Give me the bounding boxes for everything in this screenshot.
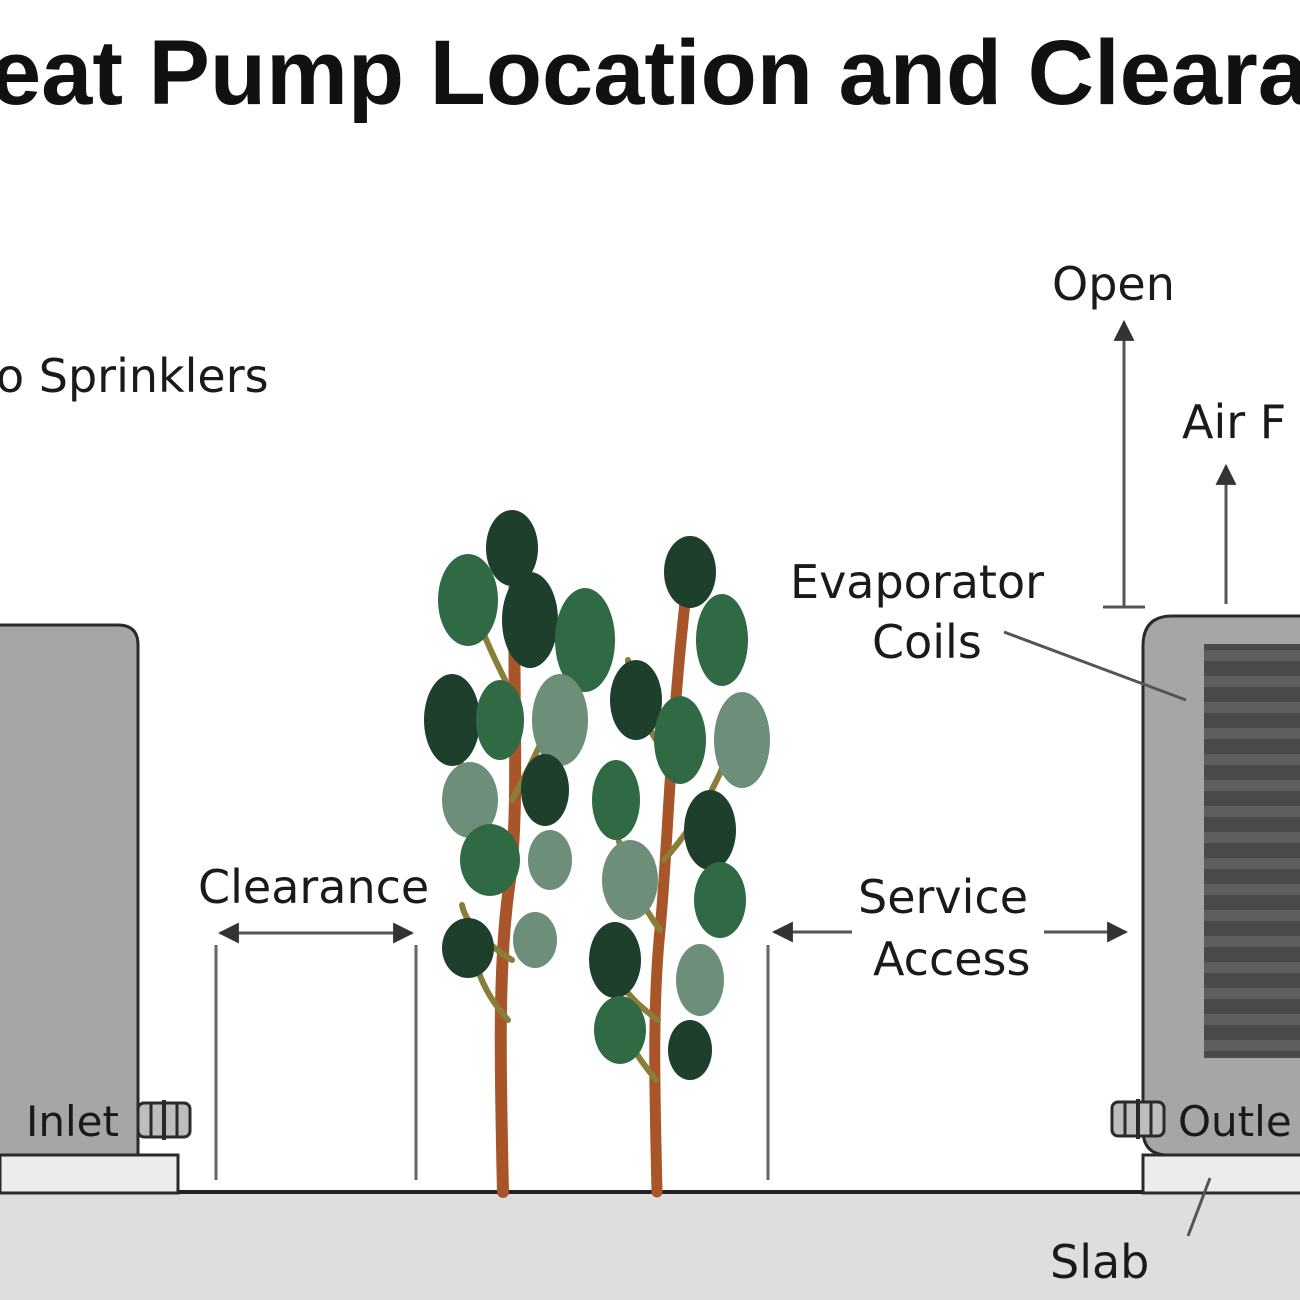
left-tree — [424, 510, 615, 1198]
right-tree — [589, 536, 770, 1198]
open-label: Open — [1052, 257, 1175, 311]
sprinklers-label: o Sprinklers — [0, 349, 269, 403]
inlet-label: Inlet — [26, 1097, 119, 1146]
outlet-fitting-icon — [1110, 1099, 1166, 1139]
evaporator-leader-line — [1003, 630, 1187, 702]
left-heat-pump-unit — [0, 623, 180, 1195]
clearance-label: Clearance — [198, 860, 429, 914]
outlet-label: Outle — [1178, 1097, 1292, 1146]
diagram-title: eat Pump Location and Cleara — [0, 22, 1300, 124]
slab-label: Slab — [1050, 1235, 1149, 1289]
air-flow-label: Air F — [1182, 395, 1286, 449]
ground — [0, 1192, 1300, 1300]
evaporator-label-line1: Evaporator — [790, 555, 1044, 609]
slab-leader-line — [1186, 1177, 1212, 1237]
evaporator-coils — [1204, 644, 1300, 1058]
evaporator-label-line2: Coils — [872, 615, 982, 669]
inlet-fitting-icon — [136, 1100, 192, 1140]
service-label-line1: Service — [858, 870, 1028, 924]
service-label-line2: Access — [873, 932, 1030, 986]
